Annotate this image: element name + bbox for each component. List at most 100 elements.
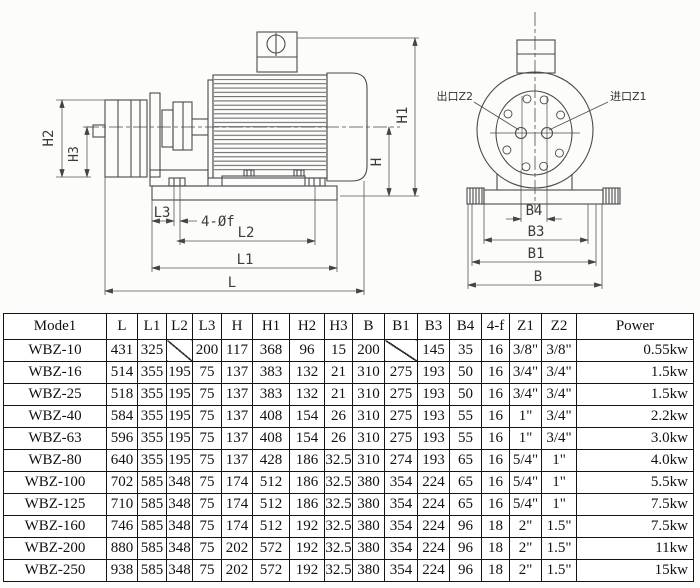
value-cell: 18 (481, 515, 510, 538)
value-cell: 512 (252, 515, 290, 538)
value-cell: 585 (137, 559, 167, 582)
value-cell: 192 (289, 537, 325, 560)
value-cell: 1.5kw (576, 383, 694, 406)
value-cell: 2" (509, 559, 542, 582)
side-view-dim-labels: H2 H3 H H1 L3 4-Øf L2 L1 L (41, 107, 411, 291)
model-cell: WBZ-40 (3, 405, 107, 428)
value-cell: 1" (541, 471, 577, 494)
value-cell: 275 (384, 427, 418, 450)
value-cell: 380 (352, 471, 385, 494)
value-cell: 200 (352, 339, 385, 362)
value-cell: 2.2kw (576, 405, 694, 428)
value-cell: 15 (324, 339, 353, 362)
value-cell: 16 (481, 405, 510, 428)
value-cell: 354 (384, 559, 418, 582)
value-cell: 18 (481, 537, 510, 560)
col-header-l1: L1 (137, 313, 167, 340)
value-cell: 585 (137, 471, 167, 494)
model-cell: WBZ-250 (3, 559, 107, 582)
outlet-leader-line (473, 101, 520, 131)
value-cell: 355 (137, 383, 167, 406)
value-cell: 572 (252, 537, 290, 560)
model-cell: WBZ-160 (3, 515, 107, 538)
side-view-dimensions (56, 37, 419, 295)
col-header-b: B (352, 313, 385, 340)
col-header-z2: Z2 (541, 313, 577, 340)
inlet-leader-line (548, 101, 609, 131)
col-header-l2: L2 (166, 313, 193, 340)
value-cell: 75 (192, 493, 222, 516)
value-cell: 3/4" (541, 361, 577, 384)
value-cell: 1.5" (541, 515, 577, 538)
value-cell: 224 (417, 493, 450, 516)
value-cell: 137 (221, 361, 253, 384)
value-cell: 32.5 (324, 493, 353, 516)
value-cell: 117 (221, 339, 253, 362)
value-cell: 310 (352, 427, 385, 450)
value-cell: 16 (481, 427, 510, 450)
col-header-h1: H1 (252, 313, 290, 340)
dim-label-l1: L1 (237, 252, 254, 268)
value-cell: 380 (352, 515, 385, 538)
value-cell: 195 (166, 449, 193, 472)
value-cell: 193 (417, 427, 450, 450)
outlet-label: 出口Z2 (436, 89, 473, 103)
value-cell: 3/4" (541, 383, 577, 406)
col-header-z1: Z1 (509, 313, 542, 340)
value-cell: 746 (106, 515, 138, 538)
dim-label-h: H (369, 158, 385, 166)
value-cell: 348 (166, 515, 193, 538)
value-cell: 195 (166, 361, 193, 384)
value-cell: 3/8" (509, 339, 542, 362)
value-cell: 1" (509, 405, 542, 428)
value-cell: 75 (192, 515, 222, 538)
value-cell: 572 (252, 559, 290, 582)
value-cell: 32.5 (324, 471, 353, 494)
value-cell: 7.5kw (576, 515, 694, 538)
value-cell: 186 (289, 449, 325, 472)
value-cell: 75 (192, 537, 222, 560)
baseplate (151, 169, 338, 201)
value-cell: 585 (137, 515, 167, 538)
value-cell (166, 339, 193, 362)
dim-label-l3: L3 (154, 205, 171, 221)
value-cell: 65 (449, 471, 482, 494)
value-cell: 75 (192, 427, 222, 450)
model-cell: WBZ-25 (3, 383, 107, 406)
value-cell: 32.5 (324, 449, 353, 472)
value-cell: 154 (289, 405, 325, 428)
value-cell: 310 (352, 383, 385, 406)
value-cell: 354 (384, 537, 418, 560)
model-cell: WBZ-200 (3, 537, 107, 560)
value-cell: 3/8" (541, 339, 577, 362)
value-cell: 1" (509, 427, 542, 450)
value-cell: 0.55kw (576, 339, 694, 362)
value-cell: 35 (449, 339, 482, 362)
col-header-h: H (221, 313, 253, 340)
value-cell: 514 (106, 361, 138, 384)
value-cell: 137 (221, 427, 253, 450)
value-cell: 26 (324, 405, 353, 428)
col-header-l3: L3 (192, 313, 222, 340)
col-header-power: Power (576, 313, 694, 340)
outlet-port (514, 126, 528, 140)
value-cell: 202 (221, 559, 253, 582)
value-cell: 310 (352, 449, 385, 472)
value-cell: 132 (289, 361, 325, 384)
value-cell: 186 (289, 493, 325, 516)
value-cell: 16 (481, 493, 510, 516)
value-cell: 200 (192, 339, 222, 362)
value-cell: 383 (252, 383, 290, 406)
value-cell: 310 (352, 405, 385, 428)
value-cell: 584 (106, 405, 138, 428)
value-cell: 275 (384, 383, 418, 406)
value-cell: 355 (137, 449, 167, 472)
value-cell: 518 (106, 383, 138, 406)
